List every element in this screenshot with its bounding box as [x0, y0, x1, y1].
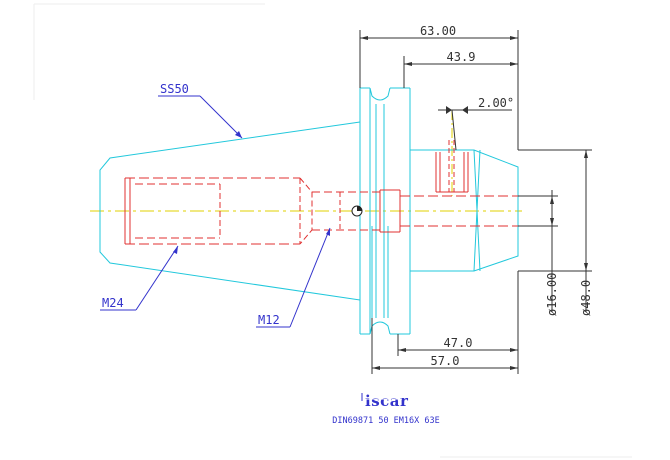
callout-m24: M24 — [102, 296, 124, 310]
iscar-logo: iscar — [361, 392, 409, 410]
dim-dia-48: ø48.0 — [579, 280, 593, 316]
callout-ss50: SS50 — [160, 82, 189, 96]
dim-dia-16: ø16.00 — [545, 273, 559, 316]
dim-43-9: 43.9 — [447, 50, 476, 64]
grub-screw-fill — [357, 206, 362, 211]
leader-arrowheads — [173, 131, 330, 254]
arrowheads — [360, 36, 588, 370]
dimension-lines — [359, 30, 592, 374]
leader-lines — [100, 95, 331, 328]
dim-47: 47.0 — [444, 336, 473, 350]
logo-text: iscar — [365, 392, 409, 410]
dim-57: 57.0 — [431, 354, 460, 368]
dim-63: 63.00 — [420, 24, 456, 38]
callout-m12: M12 — [258, 313, 280, 327]
hidden-lines — [124, 140, 518, 245]
dim-angle: 2.00° — [478, 96, 514, 110]
drawing-caption: DIN69871 50 EM16X 63E — [332, 416, 439, 426]
